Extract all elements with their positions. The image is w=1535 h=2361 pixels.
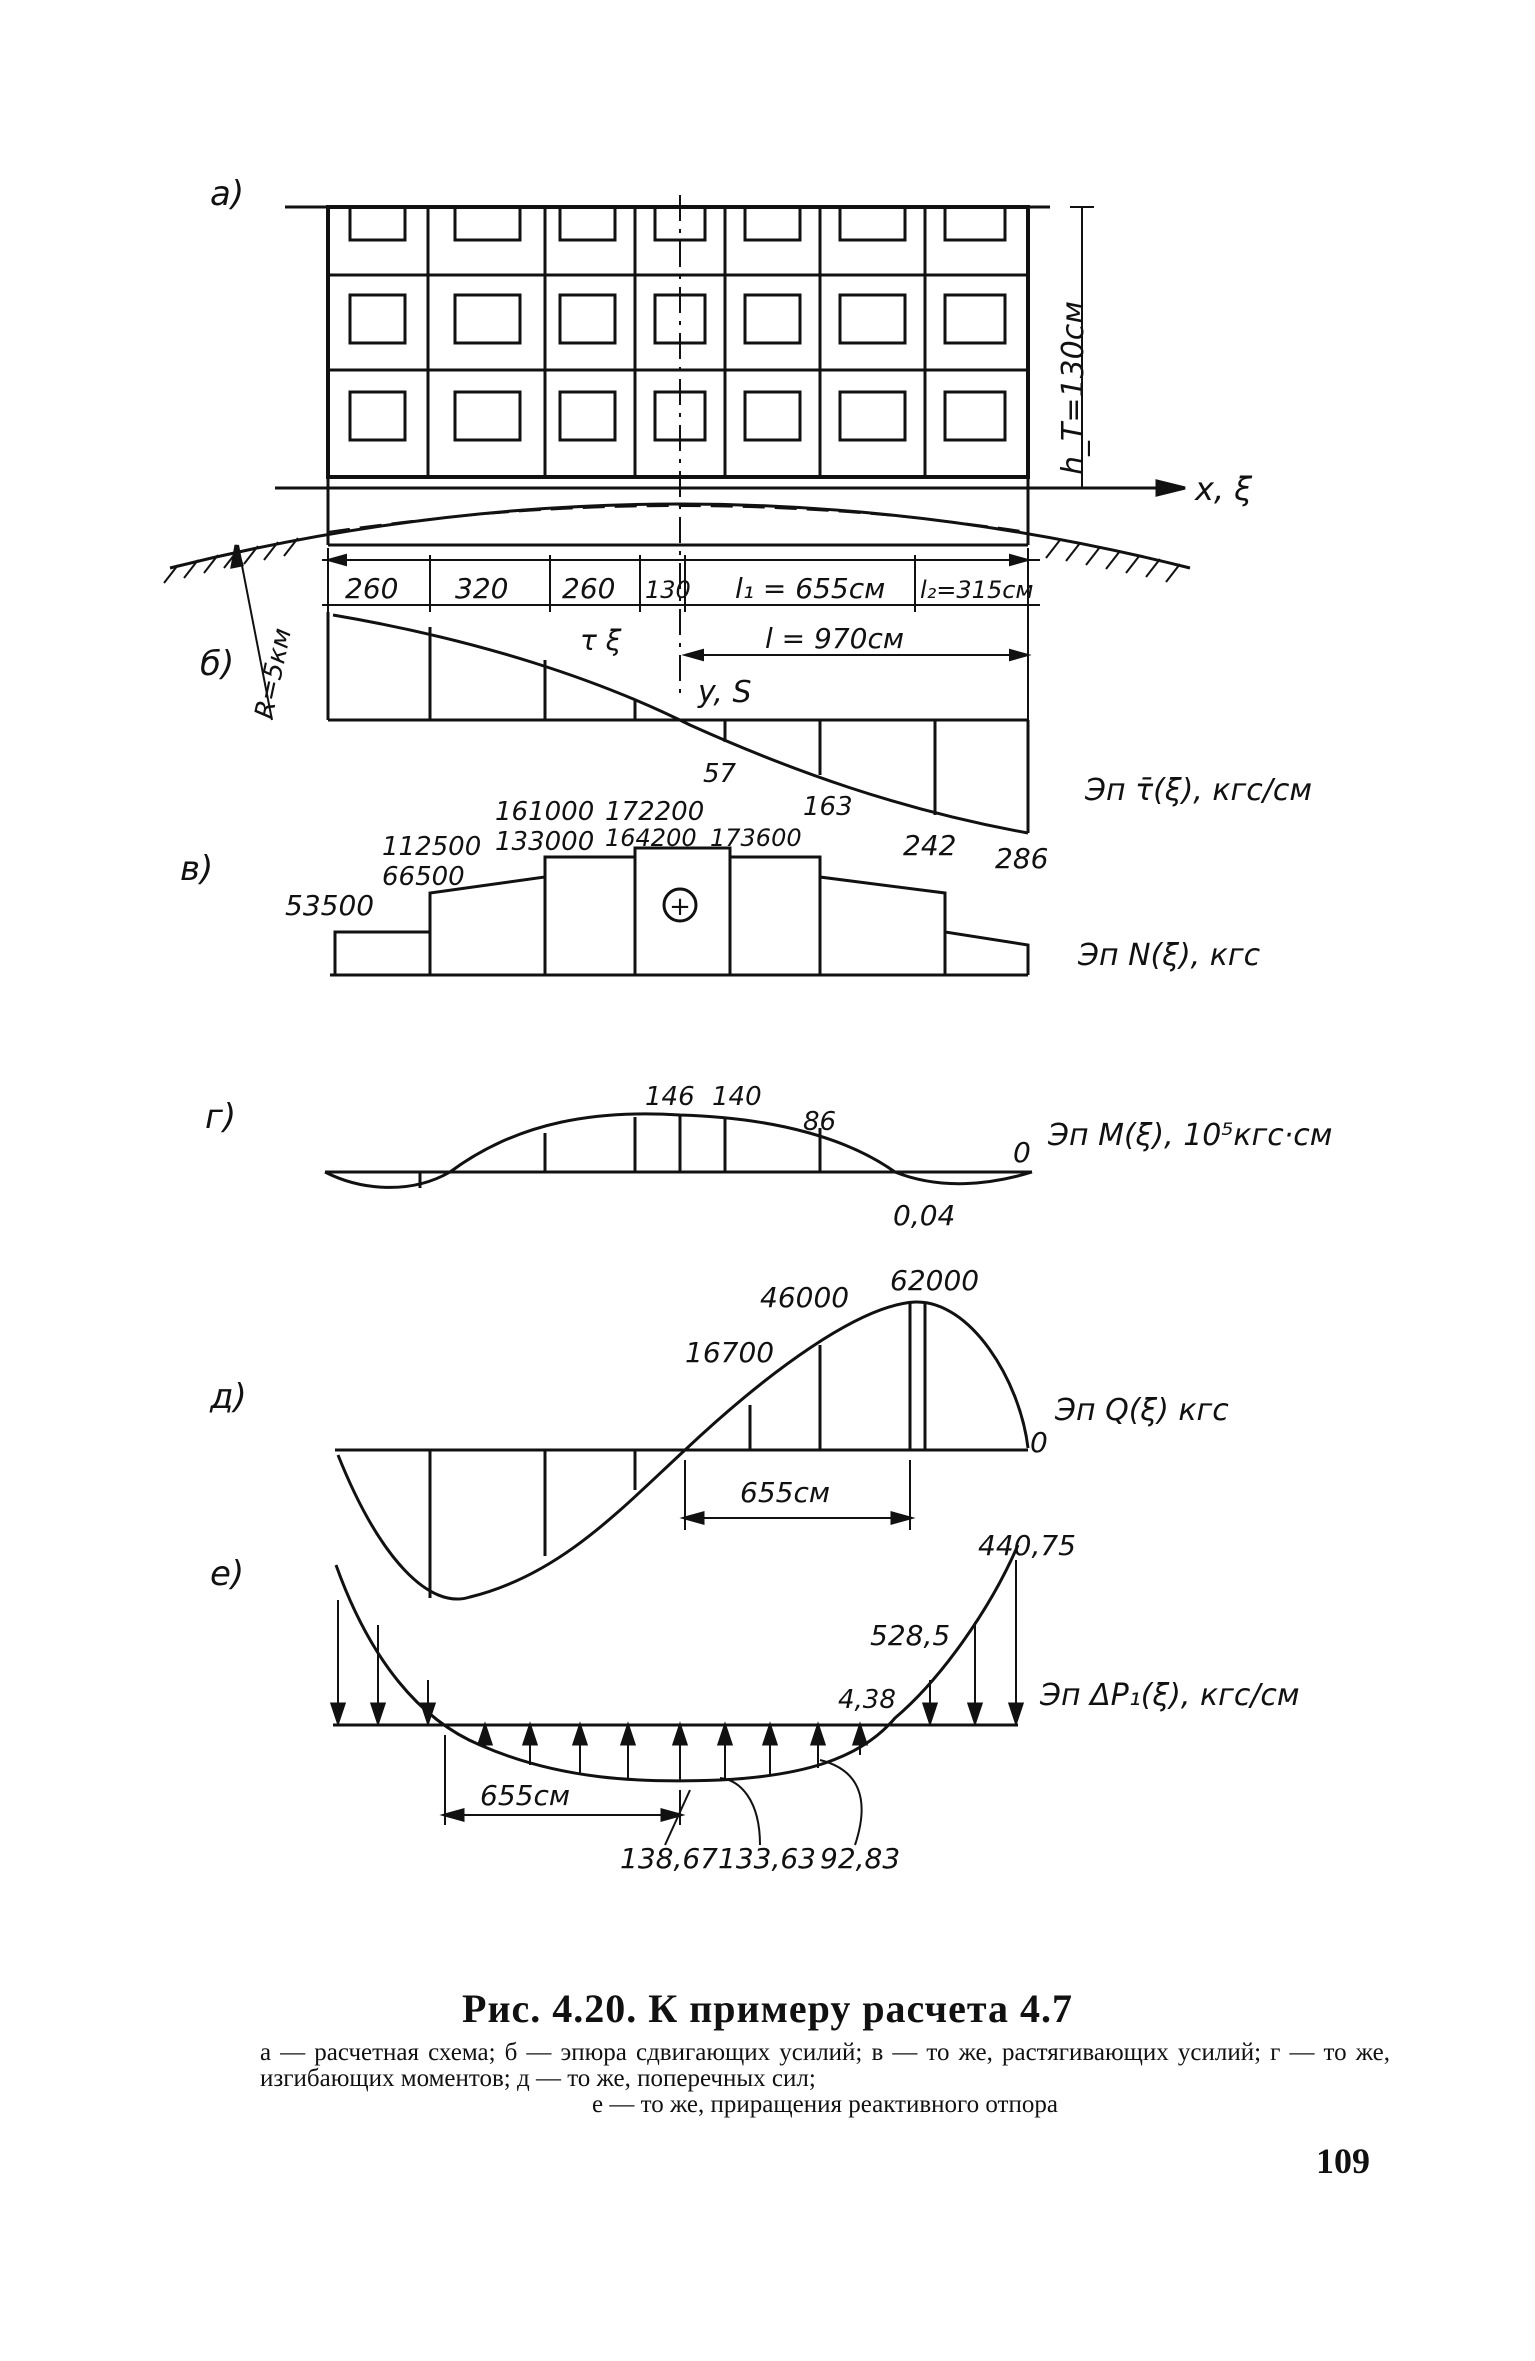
y-s-label: y, S (697, 675, 752, 710)
n-value-133000: 133000 (495, 827, 594, 857)
p-value-13867: 138,67 (620, 1842, 718, 1875)
p-value-438: 4,38 (838, 1685, 896, 1715)
epure-m-title: Эп M(ξ), 10⁵кгс·см (1047, 1118, 1332, 1153)
t-value-163: 163 (803, 792, 853, 822)
n-value-172200: 172200 (605, 797, 704, 827)
n-value-66500: 66500 (382, 862, 465, 892)
caption-line-2: е — то же, приращения реактивного отпора (592, 2091, 1058, 2118)
epure-shear-force (335, 1300, 1030, 1601)
m-value-140: 140 (712, 1082, 762, 1112)
panel-d-label: д) (209, 1377, 247, 1417)
t-value-57: 57 (703, 759, 737, 789)
epure-q-title: Эп Q(ξ) кгс (1054, 1393, 1229, 1428)
l-total-label: l = 970см (765, 622, 904, 655)
n-value-53500: 53500 (285, 889, 374, 922)
epure-axial (330, 846, 1030, 977)
height-label: h_T=130см (1056, 301, 1091, 475)
axis-label: x, ξ (1194, 470, 1253, 508)
q-value-16700: 16700 (685, 1336, 774, 1369)
labels: а) б) в) г) д) е) h_T=130см x, ξ R=5км 2… (180, 174, 1332, 1875)
span-dimensions (322, 548, 1040, 720)
q-value-62000: 62000 (890, 1264, 979, 1297)
n-value-164200: 164200 (605, 824, 697, 852)
n-value-173600: 173600 (710, 824, 802, 852)
epure-p-title: Эп ΔP₁(ξ), кгс/см (1039, 1678, 1300, 1713)
m-value-86: 86 (803, 1107, 836, 1137)
q-value-0: 0 (1030, 1426, 1048, 1459)
l2-label: l₂=315см (920, 576, 1034, 604)
p-value-13363: 133,63 (718, 1842, 816, 1875)
l1-label: l₁ = 655см (735, 572, 885, 605)
q-value-46000: 46000 (760, 1281, 849, 1314)
figure-caption-text: а — расчетная схема; б — эпюра сдвигающи… (260, 2040, 1390, 2118)
span-label-1: 260 (345, 572, 398, 605)
t-value-286: 286 (995, 842, 1048, 875)
page-number: 109 (1316, 2141, 1370, 2181)
p-value-5285: 528,5 (870, 1619, 950, 1652)
figure-caption-title: Рис. 4.20. К примеру расчета 4.7 (462, 1986, 1073, 2031)
p-value-9283: 92,83 (820, 1842, 900, 1875)
panel-e-label: е) (210, 1554, 244, 1594)
epure-n-title: Эп N(ξ), кгс (1077, 938, 1261, 973)
m-value-0: 0 (1013, 1136, 1031, 1169)
epure-moment (324, 1112, 1033, 1189)
panel-g-label: г) (205, 1097, 236, 1137)
figure-4-20: а) б) в) г) д) е) h_T=130см x, ξ R=5км 2… (163, 174, 1332, 1875)
m-value-004: 0,04 (893, 1199, 955, 1232)
epure-shear (326, 612, 1030, 835)
building-scheme (163, 195, 1191, 721)
span-label-2: 320 (455, 572, 508, 605)
n-value-112500: 112500 (382, 832, 481, 862)
panel-a-label: а) (210, 174, 244, 214)
epure-pressure (329, 1544, 1025, 1846)
m-value-146: 146 (645, 1082, 695, 1112)
p-value-44075: 440,75 (978, 1529, 1076, 1562)
caption-line-1: а — расчетная схема; б — эпюра сдвигающи… (260, 2039, 1390, 2092)
n-value-161000: 161000 (495, 797, 594, 827)
panel-v-label: в) (180, 849, 213, 889)
plus-sign: + (669, 892, 691, 922)
span-label-3: 260 (562, 572, 615, 605)
plus-sign-circle (662, 887, 698, 923)
tau-xi-label: τ ξ (580, 624, 622, 657)
span-label-4: 130 (645, 576, 691, 604)
q-span-label: 655см (740, 1476, 830, 1509)
panel-b-label: б) (200, 644, 234, 684)
epure-t-title: Эп τ̄(ξ), кгс/см (1084, 773, 1312, 808)
t-value-242: 242 (903, 829, 956, 862)
p-span-label: 655см (480, 1779, 570, 1812)
